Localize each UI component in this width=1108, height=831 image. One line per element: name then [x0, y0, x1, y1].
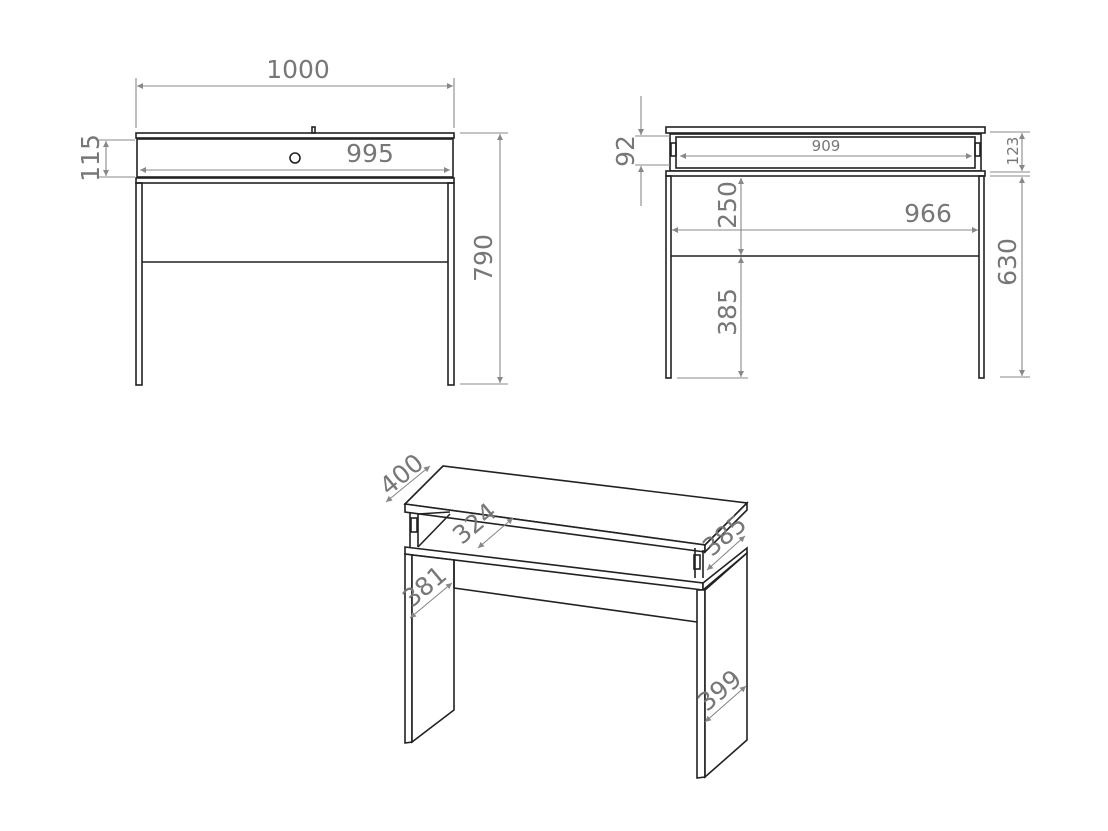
drawer-knob — [289, 152, 301, 164]
dim-drawer-width: 995 — [346, 139, 394, 168]
right-leg — [978, 175, 985, 379]
left-leg — [665, 175, 672, 379]
left-runner-icon — [670, 142, 677, 157]
dim-top-section-height: 123 — [1004, 137, 1022, 166]
dim-leg-height: 630 — [993, 238, 1022, 286]
desk-top — [665, 126, 986, 134]
dim-inner-width: 966 — [904, 199, 952, 228]
dim-lower-gap-height: 385 — [713, 288, 742, 336]
dim-overall-width: 1000 — [266, 55, 330, 84]
section-view: 92 909 123 966 250 385 630 — [611, 96, 1030, 379]
dim-overall-height: 790 — [469, 234, 498, 282]
dim-drawer-height: 115 — [76, 134, 105, 182]
lower-rail — [135, 177, 455, 184]
dim-upper-gap-height: 250 — [713, 181, 742, 229]
front-view: 1000 115 995 790 — [76, 55, 508, 386]
desk-top — [135, 132, 455, 139]
right-runner-icon — [974, 142, 981, 157]
right-leg — [447, 182, 455, 386]
iso-back-panel-edge — [453, 587, 698, 623]
left-leg — [135, 182, 143, 386]
left-runner-icon — [410, 517, 418, 533]
drawer-front — [136, 138, 454, 178]
lower-rail — [665, 170, 986, 177]
right-runner-icon — [693, 554, 701, 570]
dim-drawer-front-height: 92 — [611, 135, 640, 167]
cable-tab — [311, 126, 316, 134]
dim-drawer-inner-width: 909 — [812, 137, 841, 155]
isometric-view: 400 324 385 381 399 — [374, 448, 752, 779]
